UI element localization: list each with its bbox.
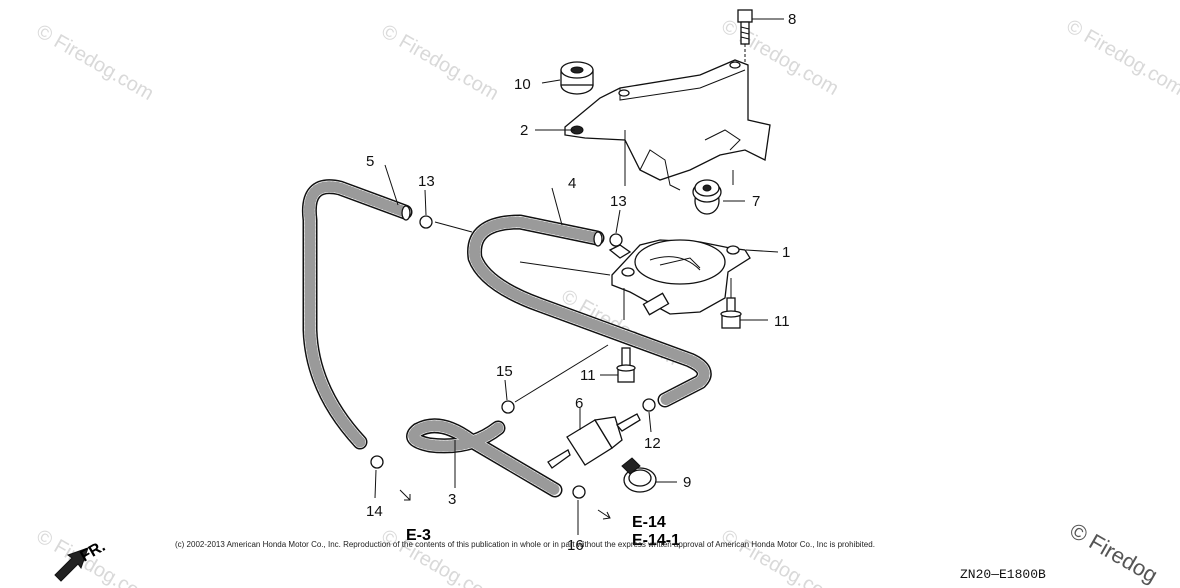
part-8-bolt (737, 9, 753, 64)
reference-e-3[interactable]: E-3 (406, 527, 431, 544)
clip-16 (572, 485, 586, 499)
watermark: © Firedog.com (378, 525, 503, 588)
callout-14: 14 (366, 503, 383, 520)
part-4-hose (467, 214, 712, 408)
callout-9: 9 (683, 474, 691, 491)
part-9-clamp (621, 457, 657, 493)
clip-15 (501, 400, 515, 414)
part-11-bolt-right (720, 297, 742, 329)
callout-4: 4 (568, 175, 576, 192)
clip-14 (370, 455, 384, 469)
callout-13-right: 13 (610, 193, 627, 210)
part-2-bracket (564, 59, 771, 191)
part-7-grommet (692, 179, 722, 215)
callout-3: 3 (448, 491, 456, 508)
clip-12 (642, 398, 656, 412)
callout-1: 1 (782, 244, 790, 261)
leader-lines (374, 18, 784, 535)
part-5-hose (301, 179, 413, 450)
callout-7: 7 (752, 193, 760, 210)
section-references: E-3 E-14 E-14-1 (406, 514, 680, 549)
callout-13-left: 13 (418, 173, 435, 190)
part-10-grommet (560, 61, 594, 95)
part-11-bolt-lower (616, 347, 636, 383)
callout-6: 6 (575, 395, 583, 412)
clip-13-b (609, 233, 623, 247)
copyright-notice: (c) 2002-2013 American Honda Motor Co., … (175, 540, 875, 549)
part-3-hose (406, 418, 563, 498)
corner-watermark: © Firedog (1066, 518, 1162, 588)
callout-11-lower: 11 (580, 367, 596, 384)
diagram-code: ZN20—E1800B (960, 567, 1046, 582)
part-6-fuel-filter (547, 413, 641, 469)
watermark: © Firedog.com (378, 20, 503, 105)
callout-12: 12 (644, 435, 661, 452)
callout-16: 16 (567, 537, 584, 554)
callout-5: 5 (366, 153, 374, 170)
callout-15: 15 (496, 363, 513, 380)
callout-2: 2 (520, 122, 528, 139)
reference-e-14-1[interactable]: E-14-1 (632, 532, 680, 549)
watermark: © Firedog.com (33, 20, 158, 105)
hose-clips (370, 215, 656, 499)
part-1-fuel-pump (608, 239, 751, 316)
callout-labels: 1 2 3 4 5 6 7 8 9 10 11 11 12 13 13 14 1… (366, 11, 796, 554)
watermark: © Firedog.com (1063, 15, 1180, 100)
callout-8: 8 (788, 11, 796, 28)
reference-e-14[interactable]: E-14 (632, 514, 666, 531)
callout-11-right: 11 (774, 313, 790, 330)
clip-13-a (419, 215, 433, 229)
watermark: © Firedog.com (718, 525, 843, 588)
front-arrow-icon (54, 547, 89, 582)
callout-10: 10 (514, 76, 531, 93)
